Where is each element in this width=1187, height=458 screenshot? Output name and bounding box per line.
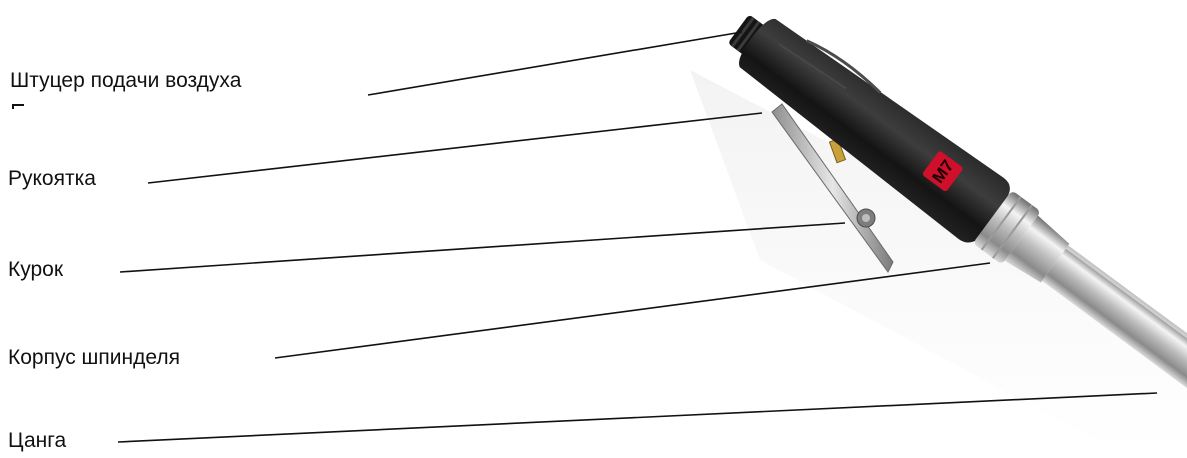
clipped-text-fragment bbox=[12, 104, 24, 109]
leader-line-air-inlet bbox=[368, 32, 742, 95]
leader-line-collet bbox=[118, 393, 1157, 442]
label-trigger: Курок bbox=[8, 259, 63, 280]
label-handle: Рукоятка bbox=[8, 168, 96, 189]
label-collet: Цанга bbox=[8, 430, 66, 451]
label-air-inlet: Штуцер подачи воздуха bbox=[10, 70, 241, 91]
leader-line-trigger bbox=[120, 223, 845, 272]
leader-line-handle bbox=[148, 113, 762, 183]
label-spindle-housing: Корпус шпинделя bbox=[8, 347, 180, 368]
